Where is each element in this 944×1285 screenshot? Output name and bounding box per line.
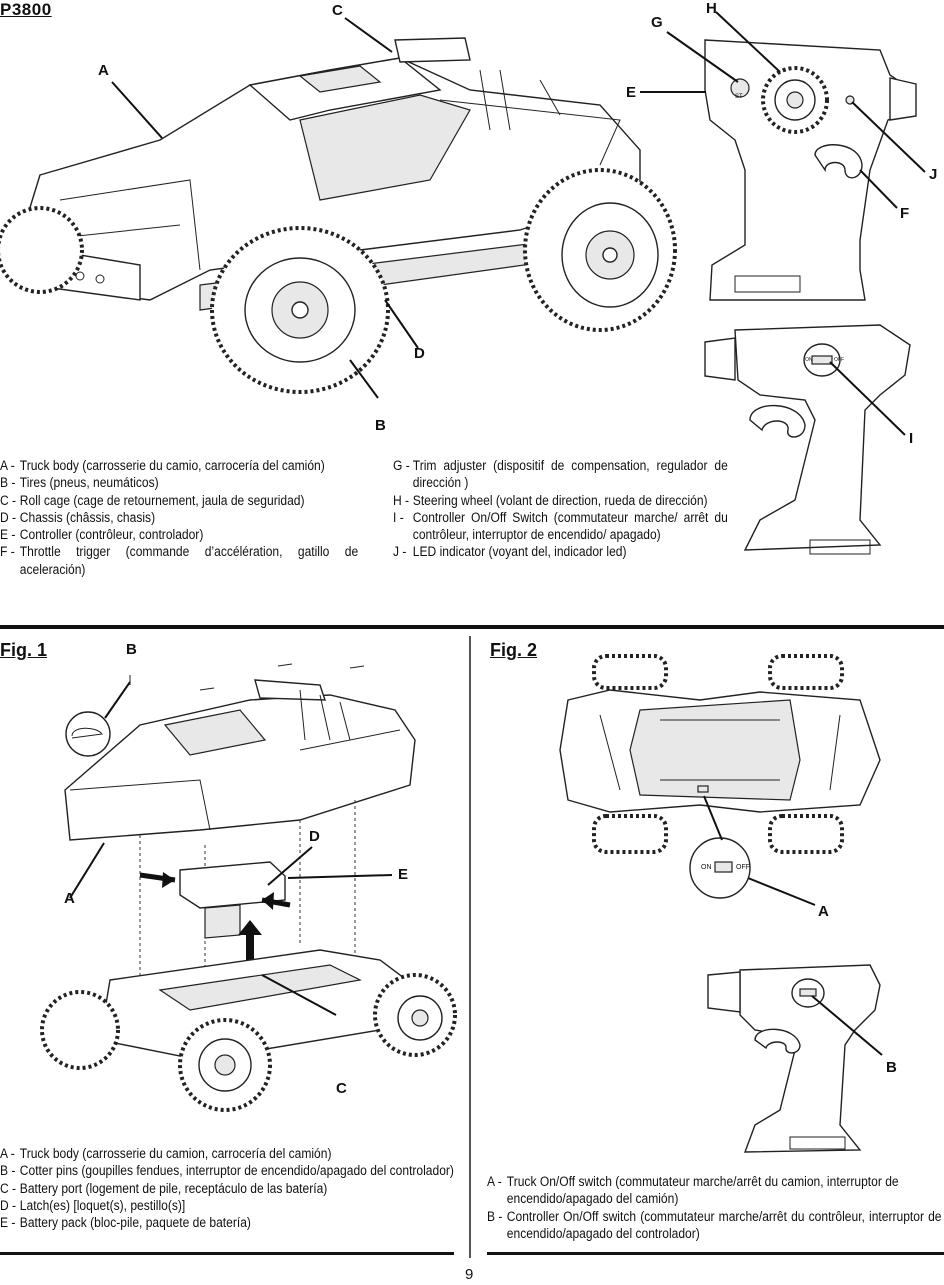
- trim-label: ST: [735, 94, 743, 100]
- legend-item: C -Battery port (logement de pile, recep…: [0, 1180, 455, 1197]
- legend-text: Roll cage (cage de retournement, jaula d…: [19, 492, 305, 508]
- legend-key: F -: [0, 544, 15, 560]
- legend-key: B -: [0, 1163, 16, 1179]
- truck-illustration: [0, 17, 677, 399]
- legend-text: Tires (pneus, neumáticos): [19, 475, 159, 491]
- legend-text: Battery pack (bloc-pile, paquete de bate…: [19, 1215, 251, 1231]
- callout-d: D: [414, 345, 425, 362]
- fig2-callout-b: B: [886, 1059, 897, 1076]
- legend-item: E -Controller (contrôleur, controlador): [0, 526, 358, 543]
- controller-side-view: [640, 11, 926, 301]
- legend-item: H -Steering wheel (volant de direction, …: [393, 492, 728, 509]
- section-divider: [0, 625, 944, 629]
- legend-text: LED indicator (voyant del, indicador led…: [412, 544, 627, 560]
- model-number: P3800: [0, 0, 52, 19]
- fig2-callout-a: A: [818, 903, 829, 920]
- page-number: 9: [465, 1266, 474, 1283]
- truck-switch-off: OFF: [736, 864, 750, 871]
- legend-text: Trim adjuster (dispositif de compensatio…: [412, 458, 728, 491]
- legend-item: G -Trim adjuster (dispositif de compensa…: [393, 457, 728, 492]
- legend-text: Truck On/Off switch (commutateur marche/…: [506, 1174, 899, 1207]
- column-divider: [469, 636, 471, 1258]
- legend-key: I -: [393, 509, 404, 525]
- legend-top-left: A - Truck body (carrosserie du camio, car…: [0, 457, 358, 578]
- legend-key: E -: [0, 1215, 16, 1231]
- legend-top-right: G -Trim adjuster (dispositif de compensa…: [393, 457, 728, 561]
- legend-text: Cotter pins (goupilles fendues, interrup…: [19, 1163, 454, 1179]
- legend-item: B -Cotter pins (goupilles fendues, inter…: [0, 1162, 455, 1179]
- legend-key: H -: [393, 492, 410, 508]
- legend-item: A - Truck body (carrosserie du camion, ca…: [0, 1145, 455, 1162]
- fig2-bottom-rule: [487, 1252, 944, 1255]
- legend-key: G -: [393, 458, 410, 473]
- legend-text: Truck body (carrosserie du camion, carro…: [19, 1146, 332, 1161]
- legend-key: C -: [0, 492, 17, 508]
- legend-item: D -Chassis (châssis, chasis): [0, 509, 358, 526]
- fig2-title: Fig. 2: [490, 640, 538, 660]
- callout-h: H: [706, 0, 717, 17]
- legend-key: A -: [487, 1174, 502, 1189]
- legend-item: C -Roll cage (cage de retournement, jaul…: [0, 492, 358, 509]
- legend-key: J -: [393, 544, 407, 560]
- legend-text: Truck body (carrosserie du camio, carroc…: [19, 458, 325, 473]
- legend-key: E -: [0, 527, 16, 543]
- callout-b: B: [375, 417, 386, 434]
- callout-a: A: [98, 62, 109, 79]
- fig1-legend: A - Truck body (carrosserie du camion, ca…: [0, 1145, 455, 1231]
- legend-text: Throttle trigger (commande d’accélératio…: [19, 544, 359, 577]
- legend-key: A -: [0, 1146, 15, 1161]
- fig1-callout-d: D: [309, 828, 320, 845]
- legend-text: Controller On/Off Switch (commutateur ma…: [412, 509, 728, 543]
- legend-item: A - Truck body (carrosserie du camio, car…: [0, 457, 358, 474]
- fig1-illustration: [40, 663, 457, 1112]
- legend-item: E -Battery pack (bloc-pile, paquete de b…: [0, 1214, 455, 1231]
- legend-text: Controller (contrôleur, controlador): [19, 527, 204, 543]
- legend-item: J - LED indicator (voyant del, indicador …: [393, 543, 728, 560]
- fig1-bottom-rule: [0, 1252, 454, 1255]
- fig2-legend: A - Truck On/Off switch (commutateur marc…: [487, 1173, 942, 1242]
- callout-i: I: [909, 430, 914, 447]
- fig2-controller: [707, 964, 883, 1153]
- callout-e: E: [626, 84, 637, 101]
- truck-switch-on: ON: [701, 864, 712, 871]
- legend-key: B -: [0, 475, 16, 491]
- legend-text: Battery port (logement de pile, receptác…: [19, 1180, 328, 1196]
- legend-key: D -: [0, 1197, 17, 1213]
- legend-key: B -: [487, 1208, 503, 1224]
- controller-back-view: [704, 324, 911, 555]
- legend-text: Controller On/Off switch (commutateur ma…: [506, 1208, 942, 1241]
- callout-c: C: [332, 2, 343, 19]
- callout-j: J: [929, 166, 938, 183]
- fig1-title: Fig. 1: [0, 640, 48, 660]
- legend-text: Latch(es) [loquet(s), pestillo(s)]: [19, 1197, 186, 1213]
- callout-g: G: [651, 14, 663, 31]
- legend-key: D -: [0, 509, 17, 525]
- fig2-chassis-underside: [559, 654, 881, 906]
- legend-item: B -Controller On/Off switch (commutateur…: [487, 1208, 942, 1243]
- legend-key: A -: [0, 458, 15, 473]
- fig1-callout-c: C: [336, 1080, 347, 1097]
- fig1-callout-b: B: [126, 641, 137, 658]
- legend-item: D -Latch(es) [loquet(s), pestillo(s)]: [0, 1197, 455, 1214]
- legend-text: Steering wheel (volant de direction, rue…: [412, 492, 708, 508]
- fig1-callout-a: A: [64, 890, 75, 907]
- legend-item: B -Tires (pneus, neumáticos): [0, 474, 358, 491]
- callout-f: F: [900, 205, 910, 222]
- controller-switch-off: OFF: [834, 357, 844, 363]
- legend-item: I - Controller On/Off Switch (commutateur…: [393, 509, 728, 544]
- controller-switch-on: ON: [805, 357, 813, 363]
- legend-key: C -: [0, 1180, 17, 1196]
- fig1-callout-e: E: [398, 866, 409, 883]
- legend-text: Chassis (châssis, chasis): [19, 509, 156, 525]
- legend-item: A - Truck On/Off switch (commutateur marc…: [487, 1173, 942, 1208]
- legend-item: F - Throttle trigger (commande d’accéléra…: [0, 543, 358, 578]
